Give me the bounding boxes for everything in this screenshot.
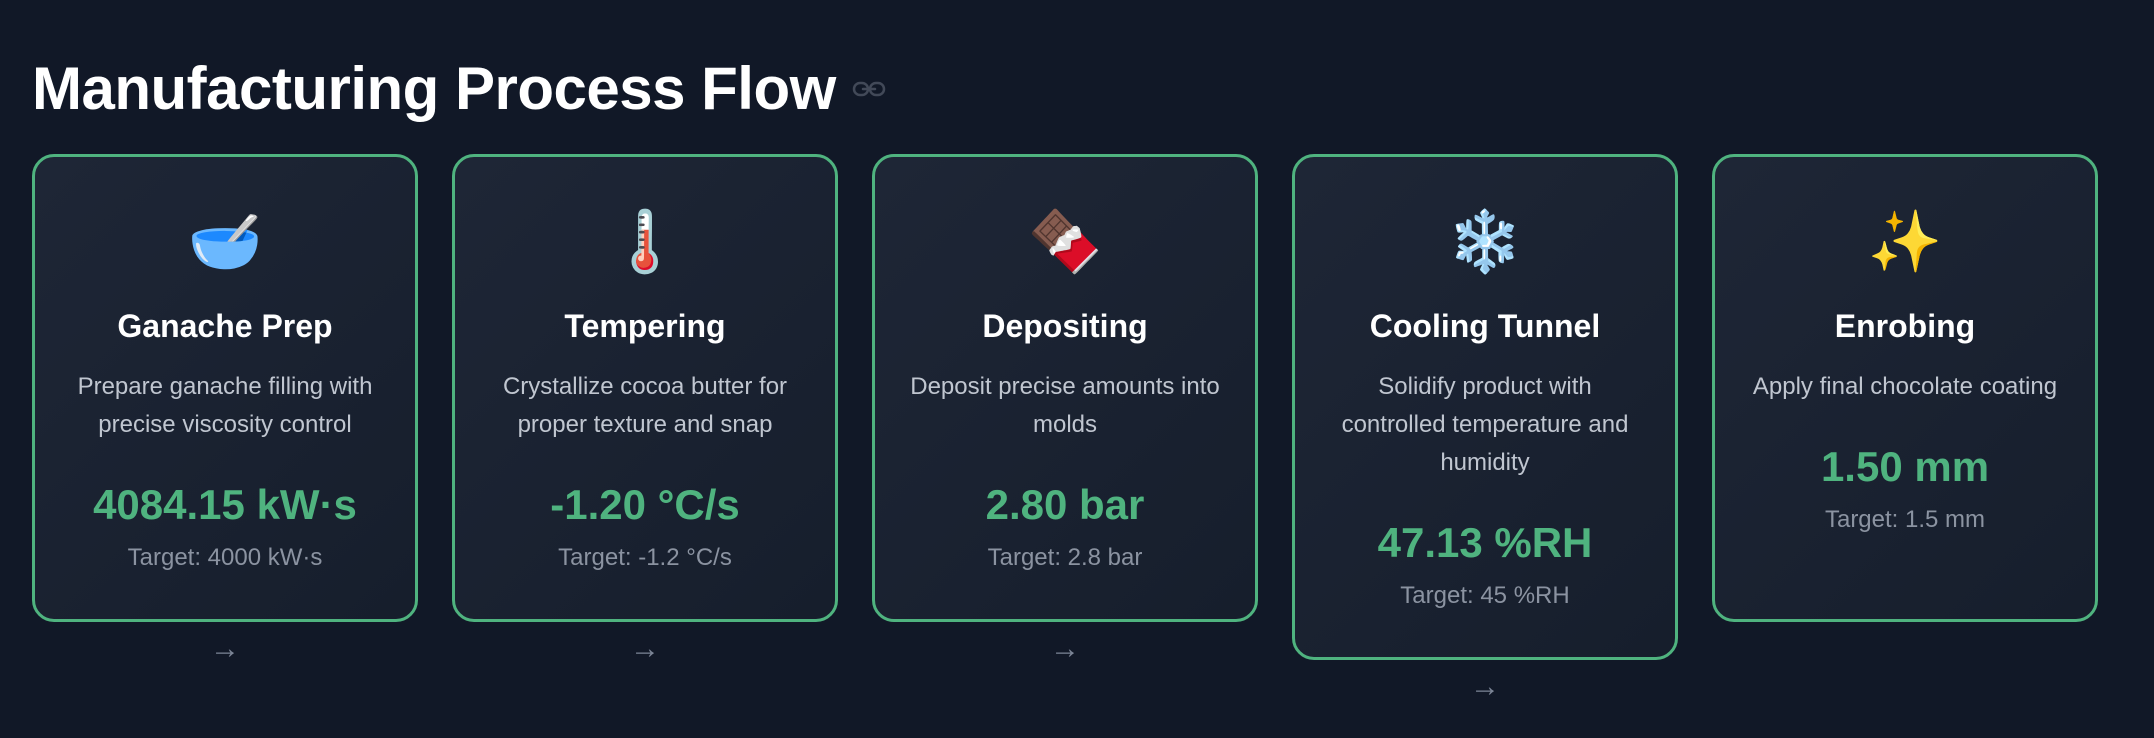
stage-cooling-tunnel: ❄️ Cooling Tunnel Solidify product with … — [1292, 154, 1678, 704]
mixing-bowl-icon: 🥣 — [187, 208, 263, 275]
process-stages: 🥣 Ganache Prep Prepare ganache filling w… — [32, 154, 2098, 704]
thermometer-icon: 🌡️ — [607, 208, 683, 275]
chocolate-bar-icon: 🍫 — [1027, 208, 1103, 275]
stage-description: Deposit precise amounts into molds — [910, 373, 1220, 439]
snowflake-icon: ❄️ — [1447, 208, 1523, 275]
stage-card[interactable]: 🍫 Depositing Deposit precise amounts int… — [872, 154, 1258, 622]
stage-ganache-prep: 🥣 Ganache Prep Prepare ganache filling w… — [32, 154, 418, 704]
stage-description: Prepare ganache filling with precise vis… — [77, 373, 373, 439]
stage-card[interactable]: ❄️ Cooling Tunnel Solidify product with … — [1292, 154, 1678, 660]
stage-value: 4084.15 kW·s — [93, 481, 357, 529]
stage-depositing: 🍫 Depositing Deposit precise amounts int… — [872, 154, 1258, 704]
stage-card[interactable]: 🌡️ Tempering Crystallize cocoa butter fo… — [452, 154, 838, 622]
stage-card[interactable]: 🥣 Ganache Prep Prepare ganache filling w… — [32, 154, 418, 622]
stage-value: 1.50 mm — [1820, 443, 1990, 491]
stage-title: Cooling Tunnel — [1369, 308, 1601, 344]
stage-title: Enrobing — [1834, 308, 1976, 344]
stage-description: Crystallize cocoa butter for proper text… — [502, 373, 788, 439]
arrow-right-icon: → — [630, 632, 660, 665]
stage-target: Target: -1.2 °C/s — [558, 544, 732, 572]
stage-description: Solidify product with controlled tempera… — [1341, 373, 1629, 477]
stage-card[interactable]: ✨ Enrobing Apply final chocolate coating… — [1712, 154, 2098, 622]
stage-tempering: 🌡️ Tempering Crystallize cocoa butter fo… — [452, 154, 838, 704]
stage-target: Target: 45 %RH — [1400, 582, 1570, 610]
stage-value: -1.20 °C/s — [550, 481, 740, 529]
title-row: Manufacturing Process Flow — [32, 54, 2154, 124]
page-title: Manufacturing Process Flow — [32, 55, 836, 122]
stage-value: 2.80 bar — [985, 481, 1145, 529]
stage-target: Target: 1.5 mm — [1824, 506, 1986, 534]
link-icon[interactable] — [852, 78, 886, 100]
stage-title: Tempering — [564, 308, 726, 344]
arrow-right-icon: → — [1050, 632, 1080, 665]
stage-value: 47.13 %RH — [1377, 519, 1593, 567]
stage-enrobing: ✨ Enrobing Apply final chocolate coating… — [1712, 154, 2098, 704]
stage-title: Ganache Prep — [117, 308, 333, 344]
stage-description: Apply final chocolate coating — [1752, 373, 2058, 401]
arrow-right-icon: → — [210, 632, 240, 665]
stage-title: Depositing — [982, 308, 1148, 344]
stage-target: Target: 2.8 bar — [987, 544, 1143, 572]
sparkles-icon: ✨ — [1867, 208, 1943, 275]
arrow-right-icon: → — [1470, 670, 1500, 703]
stage-target: Target: 4000 kW·s — [127, 544, 323, 572]
